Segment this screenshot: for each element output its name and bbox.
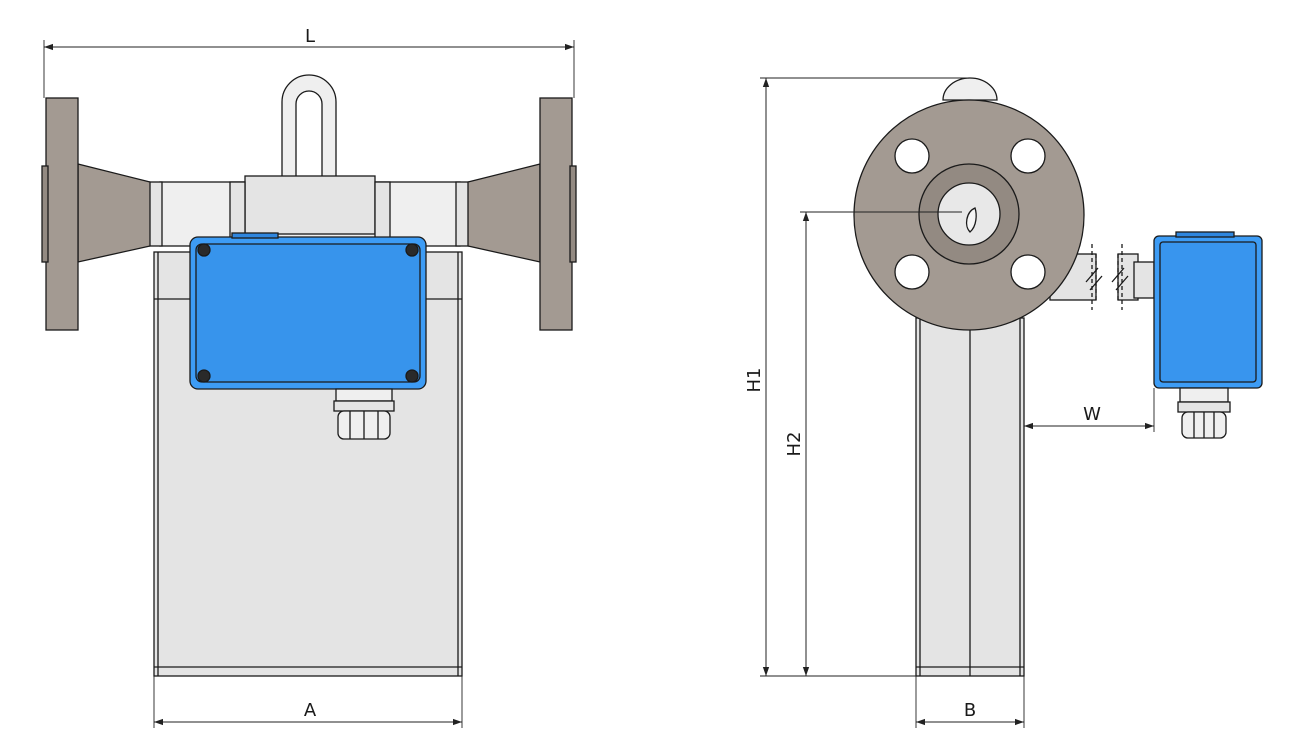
dim-label-B: B bbox=[964, 700, 976, 721]
left-flange bbox=[45, 97, 79, 331]
front-view: L A bbox=[41, 26, 577, 728]
dim-label-H2: H2 bbox=[784, 432, 805, 457]
dim-label-H1: H1 bbox=[744, 368, 765, 393]
side-view: H1 H2 W B bbox=[744, 77, 1263, 728]
dim-label-L: L bbox=[305, 26, 315, 47]
side-cable-gland bbox=[1177, 387, 1231, 439]
dim-label-W: W bbox=[1083, 404, 1101, 425]
dim-label-A: A bbox=[304, 700, 317, 721]
front-cable-gland bbox=[333, 388, 395, 440]
front-electronics-box bbox=[189, 236, 427, 390]
box-screws bbox=[197, 243, 419, 383]
lifting-loop bbox=[281, 74, 337, 183]
left-cone bbox=[77, 163, 151, 263]
right-flange bbox=[539, 97, 573, 331]
right-cone bbox=[467, 163, 541, 263]
